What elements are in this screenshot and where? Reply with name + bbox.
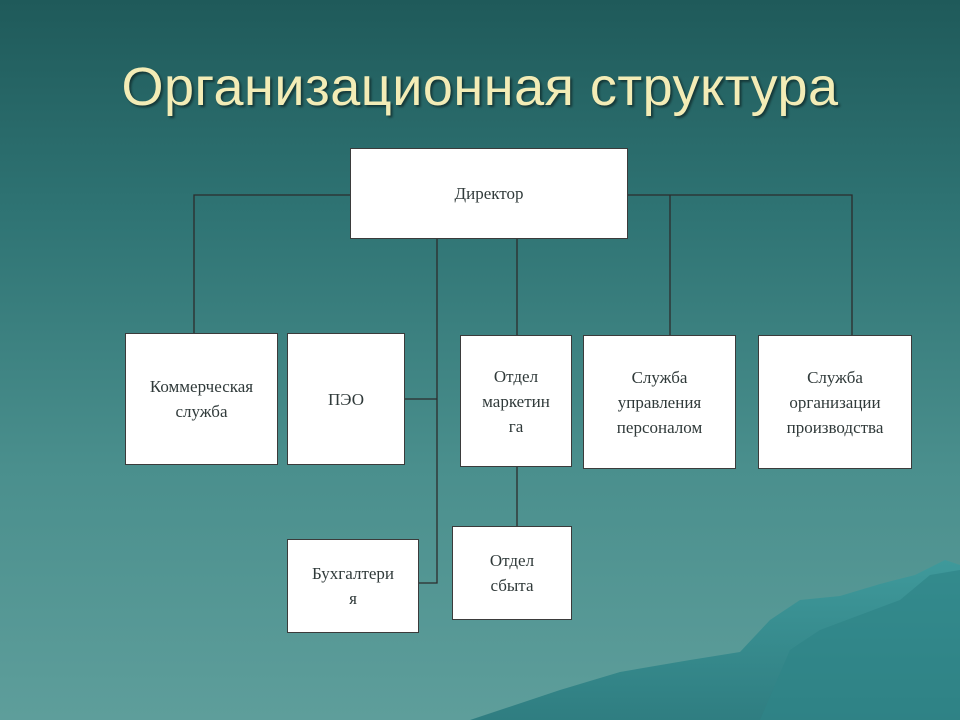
node-marketing-label: Отдел маркетин га — [482, 366, 550, 436]
connector-director-accounting — [419, 238, 438, 584]
page-title: Организационная структура — [121, 57, 839, 117]
node-director-label: Директор — [454, 184, 524, 203]
node-marketing: Отдел маркетин га — [460, 335, 572, 467]
node-accounting: Бухгалтери я — [287, 539, 419, 633]
node-accounting-label: Бухгалтери я — [311, 564, 395, 608]
node-production-label: Служба организации производства — [786, 367, 884, 437]
node-personnel: Служба управления персоналом — [583, 335, 736, 469]
connector-director-commercial — [193, 194, 350, 333]
node-production: Служба организации производства — [758, 335, 912, 469]
node-sales: Отдел сбыта — [452, 526, 572, 620]
connector-director-right — [628, 194, 853, 335]
node-peo-label: ПЭО — [328, 389, 364, 409]
node-commercial-label: Коммерческая служба — [149, 377, 254, 421]
node-director: Директор — [350, 148, 628, 239]
node-personnel-label: Служба управления персоналом — [616, 367, 703, 437]
node-commercial: Коммерческая служба — [125, 333, 278, 465]
node-sales-label: Отдел сбыта — [489, 551, 535, 595]
node-peo: ПЭО — [287, 333, 405, 465]
